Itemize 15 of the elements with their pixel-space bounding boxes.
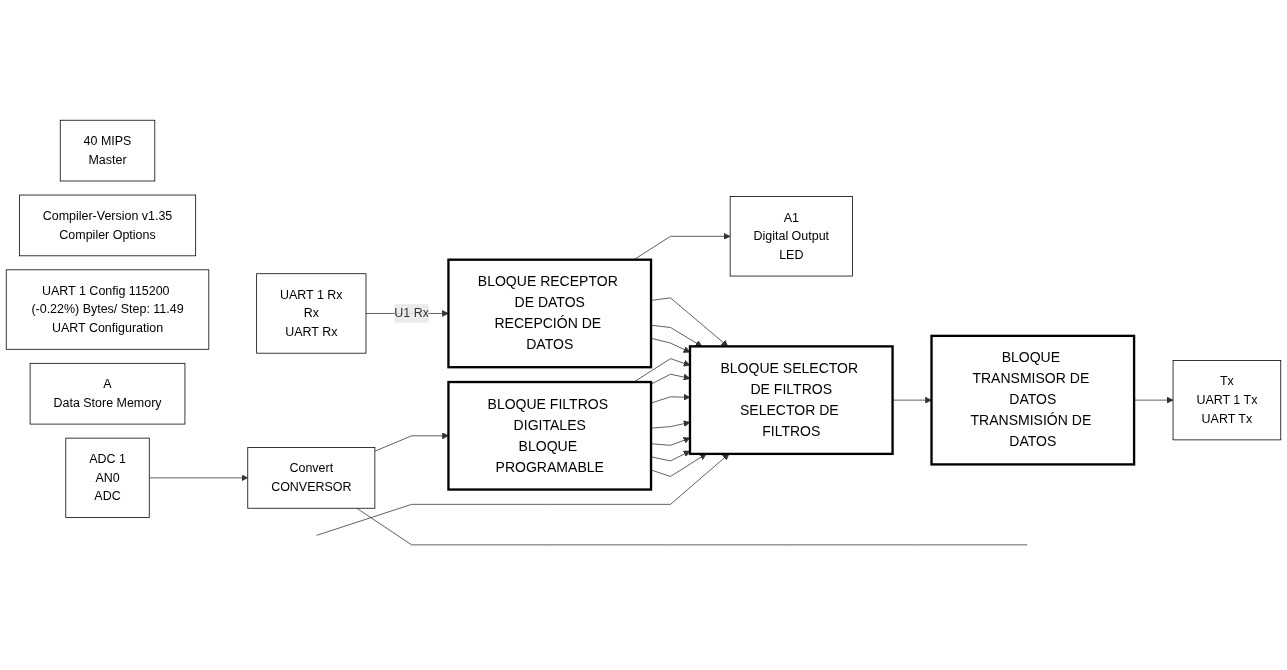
node-box: BLOQUE FILTROS DIGITALES BLOQUE PROGRAMABLE — [447, 380, 653, 491]
node-box: Convert CONVERSOR — [247, 446, 376, 509]
node-box: A1 Digital Output LED — [729, 195, 853, 277]
node-box: UART 1 Rx Rx UART Rx — [256, 273, 367, 354]
node-box: Tx UART 1 Tx UART Tx — [1172, 359, 1282, 440]
node-box: ADC 1 AN0 ADC — [65, 437, 150, 518]
connector — [356, 507, 1028, 545]
node-box: 40 MIPS Master — [59, 119, 156, 182]
node-box: BLOQUE TRANSMISOR DE DATOS TRANSMISIÓN DE DATOS — [930, 334, 1136, 466]
node-box: BLOQUE RECEPTOR DE DATOS RECEPCIÓN DE DATOS — [447, 258, 653, 369]
node-box: BLOQUE SELECTOR DE FILTROS SELECTOR DE FILTROS — [688, 344, 894, 455]
edge-label: U1 Rx — [394, 306, 429, 320]
node-box: Compiler-Version v1.35 Compiler Options — [19, 194, 197, 256]
node-box: UART 1 Config 115200 (-0.22%) Bytes/ Step: 11.49 UART Configuration — [5, 269, 210, 350]
node-box: A Data Store Memory — [29, 362, 186, 425]
